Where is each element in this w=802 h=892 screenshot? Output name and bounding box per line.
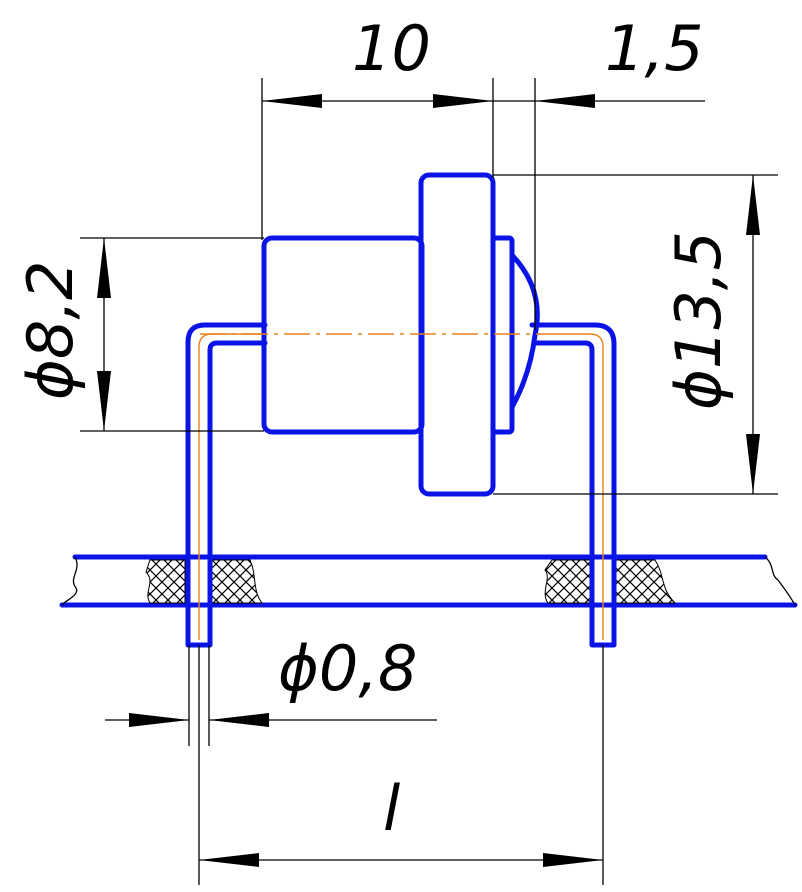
solder-right-outer — [544, 559, 592, 604]
solder-left-inner — [210, 559, 264, 604]
dimension-width-label: 10 — [352, 12, 431, 85]
dimension-lead-diameter: ϕ0,8 — [105, 632, 437, 746]
dome — [509, 252, 540, 410]
dimension-lead-spacing: l — [198, 645, 604, 885]
solder-right-inner — [613, 559, 677, 604]
dimension-lead-spacing-label: l — [383, 772, 400, 845]
solder-left-outer — [145, 559, 186, 604]
body-cylinder — [261, 235, 425, 435]
dimension-body-diameter-label: ϕ8,2 — [14, 261, 87, 401]
dimension-gap-label: 1,5 — [605, 12, 704, 85]
collar — [490, 235, 515, 435]
component-body — [261, 172, 540, 497]
solder-joints — [145, 559, 677, 604]
dimension-flange-diameter-label: ϕ13,5 — [662, 231, 735, 410]
dimension-flange-diameter: ϕ13,5 — [493, 174, 778, 495]
dimension-lead-diameter-label: ϕ0,8 — [278, 632, 418, 705]
dimension-gap: 1,5 — [493, 12, 705, 330]
dimension-body-diameter: ϕ8,2 — [14, 237, 264, 432]
dimension-width: 10 — [261, 12, 494, 240]
